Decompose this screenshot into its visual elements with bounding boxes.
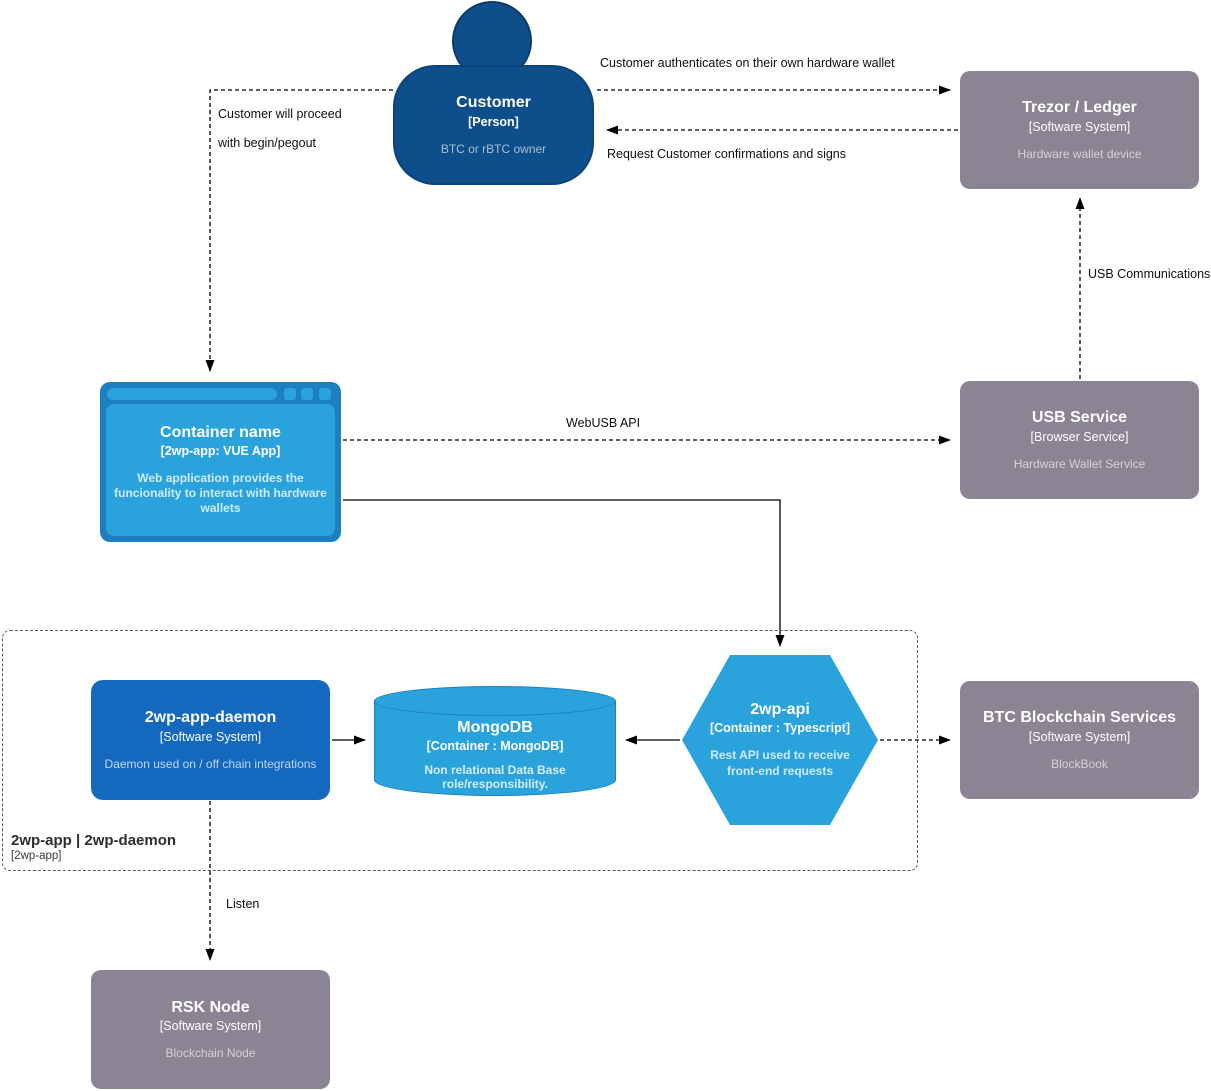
- node-description: Hardware Wallet Service: [1013, 456, 1146, 471]
- edge-customer-webapp: [205, 89, 393, 372]
- edge-label-webusb-api: WebUSB API: [566, 416, 641, 430]
- node-description: BTC or rBTC owner: [440, 141, 547, 156]
- node-type: [Container : MongoDB]: [426, 739, 564, 753]
- node-type: [Software System]: [1028, 119, 1131, 134]
- node-btc-blockchain-services: BTC Blockchain Services [Software System…: [960, 681, 1199, 799]
- browser-button-icon: [319, 388, 331, 400]
- cylinder-top: [374, 686, 616, 716]
- node-title: RSK Node: [171, 998, 250, 1016]
- node-title: 2wp-api: [750, 700, 810, 718]
- node-type: [Software System]: [1028, 729, 1131, 744]
- node-usb-service: USB Service [Browser Service] Hardware W…: [960, 381, 1199, 499]
- node-trezor-ledger: Trezor / Ledger [Software System] Hardwa…: [960, 71, 1199, 189]
- boundary-2wp-app: 2wp-app | 2wp-daemon [2wp-app]: [2, 630, 918, 871]
- node-description: Web application provides the funcionalit…: [114, 471, 327, 515]
- edge-label-authenticates: Customer authenticates on their own hard…: [600, 56, 895, 70]
- node-description: Non relational Data Base role/responsibi…: [424, 763, 566, 791]
- node-title: Container name: [160, 424, 281, 441]
- edge-label-request-sign: Request Customer confirmations and signs: [607, 147, 847, 161]
- edge-label-listen: Listen: [226, 897, 260, 911]
- node-title: Trezor / Ledger: [1022, 99, 1137, 117]
- browser-content: Container name [2wp-app: VUE App] Web ap…: [106, 404, 335, 536]
- boundary-title: 2wp-app | 2wp-daemon: [11, 832, 177, 849]
- node-type: [Person]: [468, 114, 519, 129]
- cylinder-body: [374, 701, 616, 796]
- cylinder-text: MongoDB [Container : MongoDB] Non relati…: [374, 714, 616, 796]
- browser-address-bar: [107, 388, 277, 400]
- node-2wp-app-daemon: 2wp-app-daemon [Software System] Daemon …: [91, 680, 330, 800]
- node-rsk-node: RSK Node [Software System] Blockchain No…: [91, 970, 330, 1089]
- node-type: [Software System]: [159, 729, 262, 744]
- boundary-label: 2wp-app | 2wp-daemon [2wp-app]: [11, 832, 176, 862]
- browser-button-icon: [284, 388, 296, 400]
- node-mongodb: MongoDB [Container : MongoDB] Non relati…: [374, 686, 616, 796]
- node-type: [2wp-app: VUE App]: [160, 444, 281, 458]
- browser-button-icon: [301, 388, 313, 400]
- edge-label-usb-communications: USB Communications: [1088, 267, 1211, 281]
- node-webapp-browser: Container name [2wp-app: VUE App] Web ap…: [100, 382, 341, 542]
- node-type: [Container : Typescript]: [709, 721, 851, 736]
- node-customer: Customer [Person] BTC or rBTC owner: [393, 65, 594, 185]
- node-description: Blockchain Node: [165, 1046, 256, 1061]
- node-title: BTC Blockchain Services: [983, 709, 1176, 727]
- node-description: Hardware wallet device: [1017, 146, 1142, 161]
- node-title: USB Service: [1031, 409, 1128, 427]
- edge-label-proceed-line2: with begin/pegout: [218, 136, 316, 150]
- node-description: Rest API used to receive front-end reque…: [710, 748, 850, 778]
- node-title: Customer: [456, 94, 531, 112]
- node-title: MongoDB: [457, 719, 533, 736]
- node-description: BlockBook: [1051, 756, 1108, 771]
- node-2wp-api: 2wp-api [Container : Typescript] Rest AP…: [682, 655, 878, 825]
- node-type: [Browser Service]: [1030, 429, 1129, 444]
- node-type: [Software System]: [159, 1019, 262, 1034]
- node-description: Daemon used on / off chain integrations: [104, 756, 317, 771]
- boundary-subtitle: [2wp-app]: [11, 850, 62, 862]
- edge-label-proceed-line1: Customer will proceed: [218, 107, 342, 121]
- edge-webapp-api: [343, 499, 785, 647]
- node-title: 2wp-app-daemon: [144, 709, 277, 727]
